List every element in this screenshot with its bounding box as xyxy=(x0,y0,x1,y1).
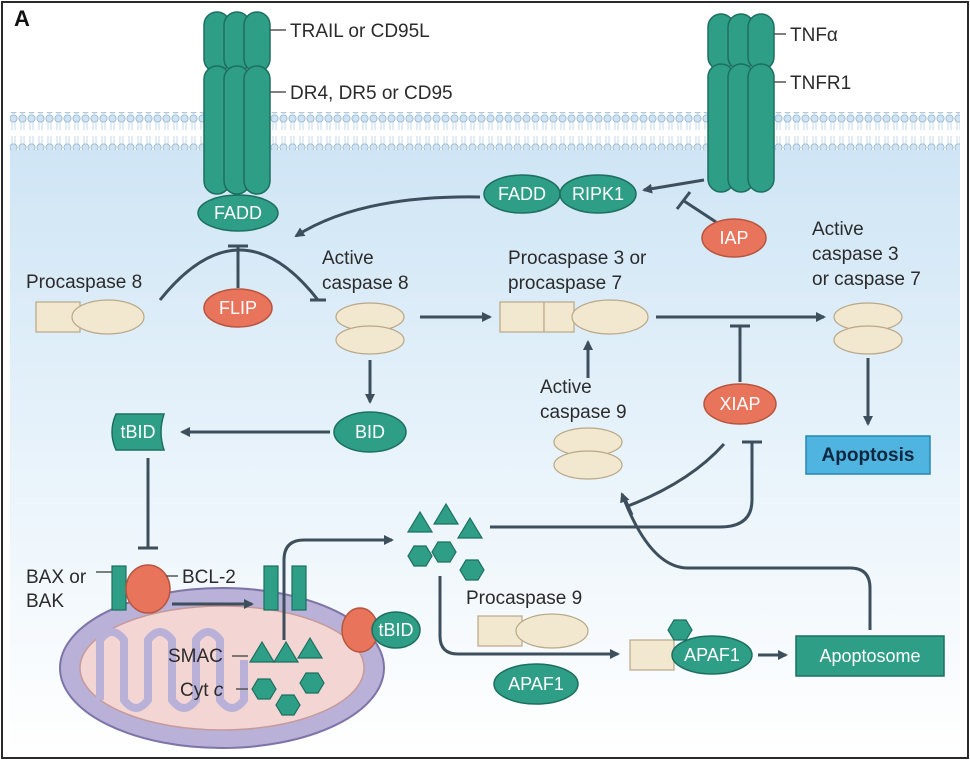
bax-pore-b xyxy=(291,565,307,611)
tbid-cytosol-label: tBID xyxy=(120,422,155,442)
active-caspase8-label-2: caspase 8 xyxy=(322,273,409,294)
death-receptor-label: DR4, DR5 or CD95 xyxy=(290,83,453,104)
procaspase8-label: Procaspase 8 xyxy=(26,272,142,293)
plasma-membrane xyxy=(10,112,960,150)
tbid-mito-label: tBID xyxy=(378,620,413,640)
active-caspase8-label-1: Active xyxy=(322,248,374,269)
active-caspase9-bottom xyxy=(553,450,623,480)
procaspase8-body xyxy=(71,299,145,335)
tnf-receptor-right xyxy=(707,13,775,193)
smac-triangle xyxy=(296,636,324,659)
bcl2-node xyxy=(125,564,171,614)
panel-label: A xyxy=(14,6,30,31)
mito-release-arrow xyxy=(282,535,394,640)
active-caspase37-label-1: Active xyxy=(812,219,864,240)
ripk1-node xyxy=(559,174,637,214)
xiap-node xyxy=(703,383,777,425)
bax-label-1: BAX or xyxy=(26,567,87,588)
apaf1-bound-label: APAF1 xyxy=(684,645,740,665)
apoptosis-box xyxy=(805,435,931,475)
apaf1-bound-node xyxy=(671,635,753,675)
tnf-alpha-label: TNFα xyxy=(790,25,838,46)
tnfr1-to-ripk1-arrow xyxy=(642,178,705,194)
procaspase37-prodomain-b xyxy=(543,301,575,333)
apoptosome-box xyxy=(795,635,945,677)
xiap-inhibits-caspase9-line xyxy=(627,442,726,508)
fadd-left-node xyxy=(197,194,279,232)
apaf1-bound-cytc xyxy=(667,619,693,641)
active-caspase8-bottom xyxy=(335,325,405,355)
procaspase37-label-1: Procaspase 3 or xyxy=(508,248,647,269)
procaspase37-body xyxy=(571,299,649,335)
iap-inhibition-line xyxy=(683,199,717,224)
bcl2-label: BCL-2 xyxy=(182,567,236,588)
apaf1-free-node xyxy=(493,663,579,705)
bax-pore-left xyxy=(111,565,127,611)
bid-node xyxy=(333,411,407,453)
procaspase37-prodomain-a xyxy=(499,301,545,333)
flip-label: FLIP xyxy=(219,298,257,318)
active-caspase37-bottom xyxy=(833,325,903,355)
bax-pore-a xyxy=(263,565,279,611)
released-smac-cytc-cluster xyxy=(406,502,485,581)
active-caspase9-label-2: caspase 9 xyxy=(540,402,627,423)
bid-label: BID xyxy=(355,422,385,442)
cytc-hexagon xyxy=(299,672,325,694)
procaspase9-body xyxy=(515,613,589,649)
smac-triangle xyxy=(248,640,276,663)
flip-node xyxy=(203,288,273,328)
iap-label: IAP xyxy=(719,228,748,248)
smac-label: SMAC xyxy=(168,646,223,667)
death-receptor-left xyxy=(203,11,271,195)
xiap-label: XIAP xyxy=(719,394,760,414)
trail-ligand-label: TRAIL or CD95L xyxy=(290,21,430,42)
active-caspase37-label-2: caspase 3 xyxy=(812,244,899,265)
tnfr1-label: TNFR1 xyxy=(790,73,851,94)
cytc-label: Cyt c xyxy=(180,680,224,701)
cytc-hexagon xyxy=(275,694,301,716)
apoptosome-to-caspase9-arrow xyxy=(620,492,872,630)
apoptosome-label: Apoptosome xyxy=(819,646,920,666)
cytc-hexagon xyxy=(251,678,277,700)
smac-triangle xyxy=(272,640,300,663)
mitochondrion xyxy=(59,587,385,749)
cytc-to-apaf1-arrow xyxy=(438,576,620,659)
ripk1-label: RIPK1 xyxy=(572,184,624,204)
fadd-right-label: FADD xyxy=(498,184,546,204)
ripk1-to-caspase8-arrow xyxy=(294,195,481,238)
apaf1-procaspase9-prodomain xyxy=(629,639,675,671)
active-caspase37-label-3: or caspase 7 xyxy=(812,269,921,290)
bax-label-2: BAK xyxy=(26,591,64,612)
tbid-mito-node xyxy=(371,611,421,649)
apoptosis-label: Apoptosis xyxy=(822,445,915,466)
active-caspase9-label-1: Active xyxy=(540,377,592,398)
procaspase37-label-2: procaspase 7 xyxy=(508,273,622,294)
procaspase9-prodomain xyxy=(477,615,523,647)
procaspase9-label: Procaspase 9 xyxy=(466,588,582,609)
apaf1-free-label: APAF1 xyxy=(508,674,564,694)
fadd-left-label: FADD xyxy=(214,203,262,223)
smac-inhibits-xiap-line xyxy=(490,442,754,529)
iap-node xyxy=(701,218,767,258)
tbid-cytosol-node xyxy=(111,413,166,451)
